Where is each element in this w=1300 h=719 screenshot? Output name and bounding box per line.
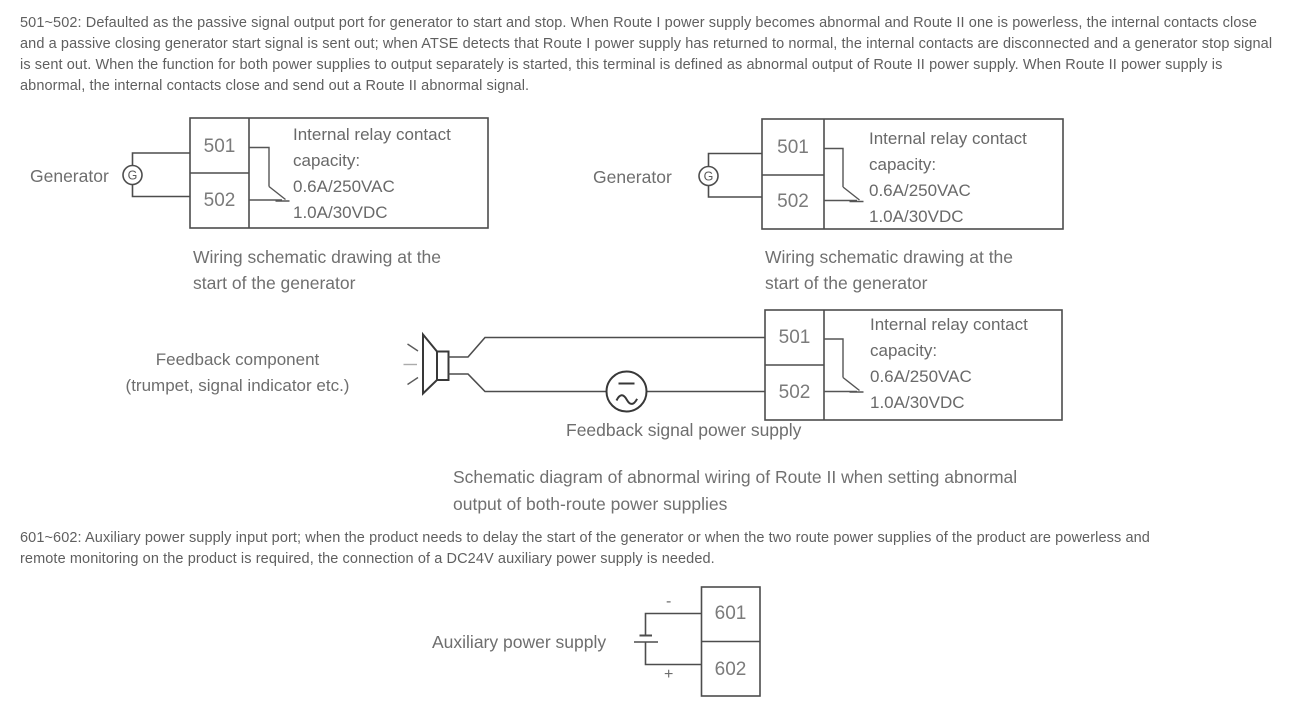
- paragraph-501-502: 501~502: Defaulted as the passive signal…: [20, 15, 1273, 94]
- feedback-power-caption: Feedback signal power supply: [566, 420, 802, 440]
- label-line: (trumpet, signal indicator etc.): [125, 375, 350, 395]
- caption-line: Wiring schematic drawing at the: [193, 247, 442, 267]
- generator-symbol: G: [704, 170, 714, 184]
- wire: [644, 612, 702, 636]
- terminal-501-label: 501: [778, 327, 811, 348]
- speaker-icon: [403, 331, 450, 396]
- wire: [707, 185, 762, 198]
- terminal-602-label: 602: [714, 659, 747, 680]
- battery-icon: [634, 634, 658, 643]
- diagram1-graphics: G: [122, 117, 489, 229]
- relay-note: Internal relay contact capacity: 0.6A/25…: [869, 126, 1027, 230]
- relay-note-line: capacity:: [869, 155, 937, 174]
- relay-note-line: 0.6A/250VAC: [869, 181, 971, 200]
- wire: [131, 152, 190, 166]
- generator-label: Generator: [593, 167, 672, 187]
- relay-note-line: Internal relay contact: [870, 315, 1028, 334]
- relay-note-line: Internal relay contact: [293, 125, 451, 144]
- caption-line: Schematic diagram of abnormal wiring of …: [453, 467, 1018, 487]
- wire: [644, 642, 702, 666]
- relay-note-line: 0.6A/250VAC: [293, 177, 395, 196]
- relay-note-line: 1.0A/30VDC: [870, 393, 965, 412]
- diagram2-caption: Wiring schematic drawing at the start of…: [765, 245, 1013, 296]
- wire: [448, 336, 765, 358]
- generator-icon: G: [122, 164, 143, 186]
- sound-wave-line: [407, 376, 419, 386]
- relay-contact-icon: [824, 338, 864, 393]
- relay-note-line: Internal relay contact: [869, 129, 1027, 148]
- caption-line: Wiring schematic drawing at the: [765, 247, 1014, 267]
- diagram4-graphics: [634, 586, 761, 697]
- diagram2-graphics: G: [698, 118, 1064, 230]
- terminal-601-label: 601: [714, 603, 747, 624]
- paragraph-601-602: 601~602: Auxiliary power supply input po…: [20, 530, 1150, 567]
- relay-note: Internal relay contact capacity: 0.6A/25…: [293, 122, 451, 226]
- terminal-501-label: 501: [777, 137, 809, 158]
- minus-sign-label: -: [666, 593, 672, 610]
- generator-icon: G: [698, 165, 719, 187]
- terminal-502-label: 502: [778, 382, 811, 403]
- relay-note-line: 0.6A/250VAC: [870, 367, 972, 386]
- relay-contact-icon: [824, 147, 864, 203]
- generator-symbol: G: [128, 169, 138, 183]
- wire: [707, 152, 762, 167]
- wire: [448, 373, 607, 393]
- relay-note-line: 1.0A/30VDC: [293, 203, 388, 222]
- caption-line: output of both-route power supplies: [453, 493, 728, 514]
- generator-label: Generator: [30, 166, 109, 186]
- caption-line: start of the generator: [193, 272, 356, 293]
- diagram3-caption: Schematic diagram of abnormal wiring of …: [453, 464, 1017, 517]
- relay-note: Internal relay contact capacity: 0.6A/25…: [870, 312, 1028, 416]
- diagram3-graphics: [403, 309, 1063, 421]
- sound-wave-line: [407, 343, 419, 352]
- diagram1-caption: Wiring schematic drawing at the start of…: [193, 245, 441, 296]
- terminal-502-label: 502: [203, 190, 236, 211]
- terminal-502-label: 502: [777, 191, 809, 212]
- terminal-box: [761, 118, 1064, 230]
- relay-contact-icon: [249, 146, 290, 202]
- wire: [131, 184, 190, 198]
- caption-line: start of the generator: [765, 272, 928, 293]
- ac-source-icon: [605, 370, 648, 413]
- relay-note-line: capacity:: [293, 151, 361, 170]
- plus-sign-label: +: [664, 666, 674, 683]
- feedback-component-label: Feedback component (trumpet, signal indi…: [102, 347, 373, 398]
- relay-note-line: 1.0A/30VDC: [869, 207, 964, 226]
- auxiliary-power-label: Auxiliary power supply: [432, 632, 607, 652]
- terminal-501-label: 501: [203, 136, 236, 157]
- relay-note-line: capacity:: [870, 341, 938, 360]
- label-line: Feedback component: [155, 350, 320, 369]
